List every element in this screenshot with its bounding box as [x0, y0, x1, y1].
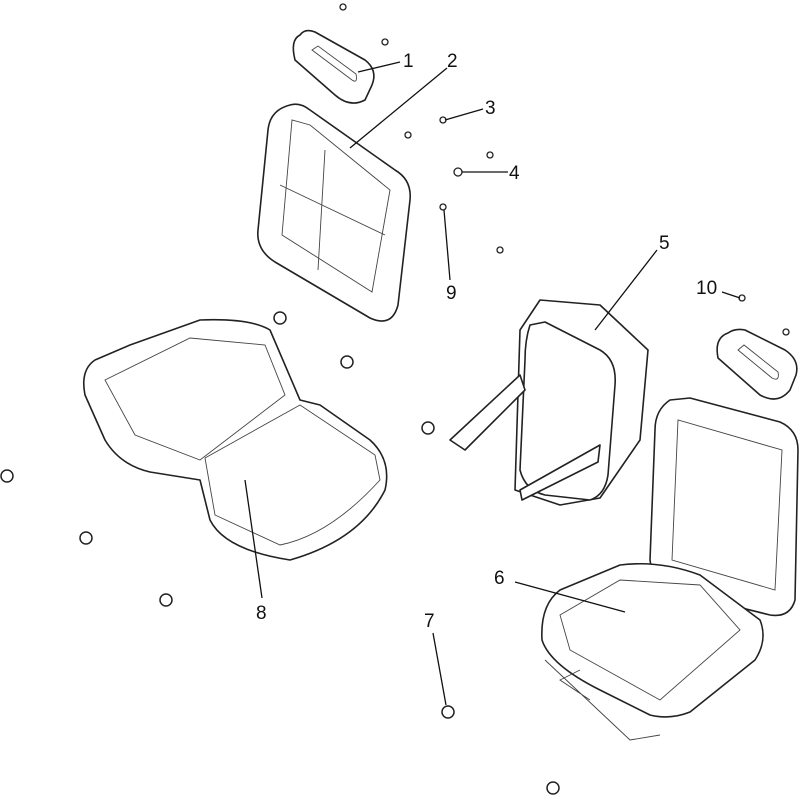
headrest-left: [292, 29, 375, 104]
callout-7: 7: [424, 611, 435, 632]
callout-3: 3: [485, 98, 496, 119]
callout-9: 9: [446, 283, 457, 304]
callout-1: 1: [403, 51, 414, 72]
backrest-left: [257, 103, 412, 322]
callout-5: 5: [659, 233, 670, 254]
leader-lines: [244, 61, 741, 706]
seat-frame: [449, 299, 649, 506]
callout-8: 8: [256, 603, 267, 624]
callout-2: 2: [447, 51, 458, 72]
callout-4: 4: [509, 163, 520, 184]
headrest-right: [716, 328, 798, 400]
callout-10: 10: [696, 278, 717, 299]
nuts: [0, 311, 560, 795]
callout-6: 6: [494, 568, 505, 589]
seat-assembly: [541, 397, 799, 741]
fasteners: [339, 3, 790, 336]
bench-cushion: [82, 318, 388, 561]
